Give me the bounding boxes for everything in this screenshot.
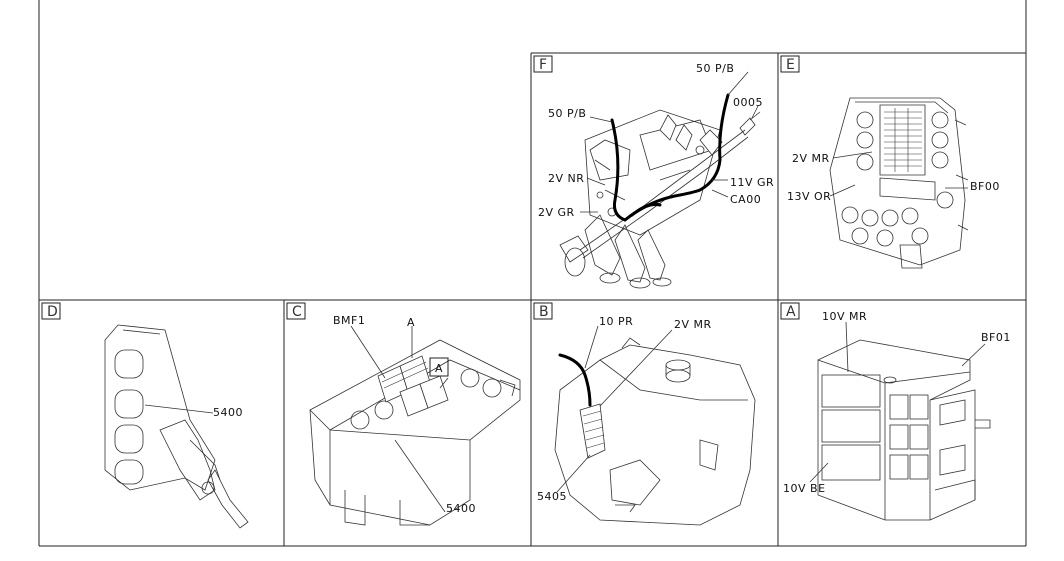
panel-a: A 10V MR BF01 10V B [780, 302, 1011, 521]
label-bf00: BF00 [970, 180, 1000, 193]
label-bmf1: BMF1 [333, 314, 365, 327]
panel-b-letter: B [539, 304, 549, 320]
label-2v-nr: 2V NR [548, 172, 584, 185]
panel-f-letter-box [533, 55, 553, 73]
panel-e-leaders [829, 151, 968, 197]
panel-grid [38, 0, 1027, 547]
label-2v-mr-e: 2V MR [792, 152, 830, 165]
panel-a-letter-box [780, 302, 800, 320]
label-5400-d: 5400 [213, 406, 243, 419]
panel-b-letter-box [533, 302, 553, 320]
connector-bracket-drawing [829, 97, 969, 269]
panel-d-letter-box [41, 302, 61, 320]
label-13v-or: 13V OR [787, 190, 831, 203]
label-bf01: BF01 [981, 331, 1011, 344]
panel-c-letter: C [292, 304, 302, 320]
pedal-assembly-drawing [559, 109, 761, 289]
label-ca00: CA00 [730, 193, 761, 206]
panel-a-letter: A [786, 304, 796, 320]
label-5400-c: 5400 [446, 502, 476, 515]
connector-plate-drawing [104, 324, 249, 529]
panel-c-leaders [350, 325, 449, 513]
label-a-boxed: A [435, 362, 443, 375]
panel-f-leaders [580, 71, 759, 213]
label-10v-be: 10V BE [783, 482, 826, 495]
panel-d-letter: D [47, 304, 58, 320]
panel-c: C BMF1 [286, 302, 521, 526]
panel-e-letter: E [786, 57, 795, 73]
panel-b-wire [558, 353, 592, 407]
label-50pb-left: 50 P/B [548, 107, 586, 120]
panel-c-letter-box [286, 302, 306, 320]
panel-f-wires [610, 93, 730, 222]
label-50pb-right: 50 P/B [696, 62, 734, 75]
label-2v-gr: 2V GR [538, 206, 575, 219]
connector-housing-drawing [817, 339, 991, 521]
fuse-box-drawing [309, 339, 521, 526]
panel-f-letter: F [539, 57, 547, 73]
label-0005: 0005 [733, 96, 763, 109]
panel-b-leaders [556, 325, 673, 493]
panel-d: D 5400 [41, 302, 249, 529]
panel-f: F [533, 55, 774, 289]
label-5405: 5405 [537, 490, 567, 503]
label-a-box [429, 357, 449, 377]
label-10pr: 10 PR [599, 315, 633, 328]
label-10v-mr: 10V MR [822, 310, 867, 323]
label-2v-mr-b: 2V MR [674, 318, 712, 331]
panel-b: B 10 PR 2V MR 5405 [533, 302, 756, 526]
panel-d-leader [144, 404, 214, 414]
label-11v-gr: 11V GR [730, 176, 774, 189]
reservoir-tank-drawing [554, 337, 756, 526]
panel-a-leaders [809, 321, 986, 483]
panel-e-letter-box [780, 55, 800, 73]
panel-e: E [780, 55, 1000, 269]
label-a-top: A [407, 316, 415, 329]
